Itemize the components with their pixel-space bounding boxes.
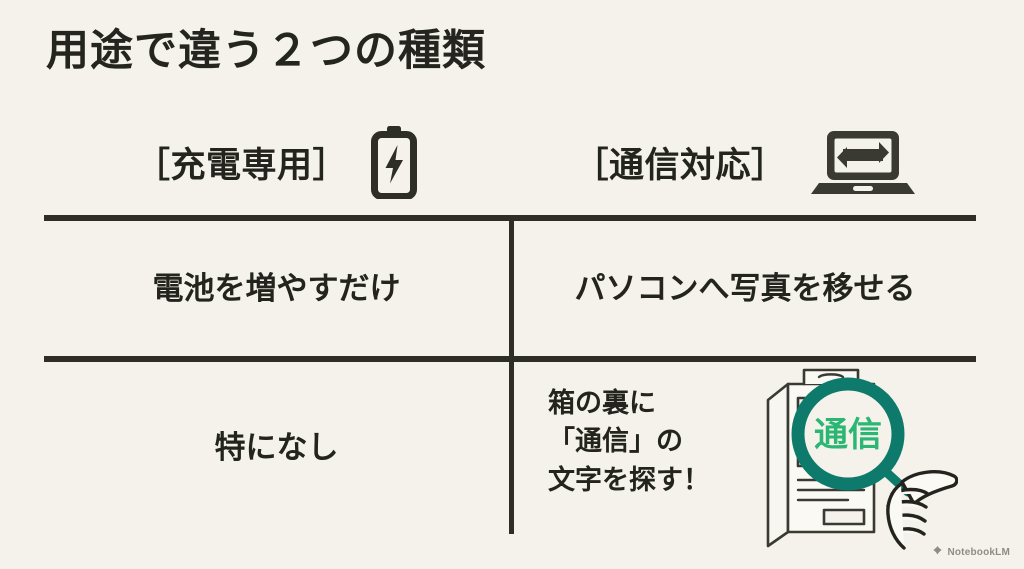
cell-text: 特になし — [214, 429, 339, 465]
laptop-transfer-icon — [809, 128, 917, 196]
table-cell-row2-col2: 箱の裏に 「通信」の 文字を探す！ — [514, 362, 976, 562]
divider-vertical — [509, 218, 514, 534]
cell-text: 電池を増やすだけ — [152, 270, 401, 306]
cell-text: パソコンへ写真を移せる — [574, 270, 916, 306]
cell-text-line-2: 「通信」の — [548, 426, 683, 457]
cell-text-line-1: 箱の裏に — [548, 388, 656, 418]
lens-label: 通信 — [814, 416, 882, 454]
column-header-label: ［通信対応］ — [573, 145, 787, 185]
cell-text-block: 箱の裏に 「通信」の 文字を探す！ — [548, 384, 710, 499]
cell-text-line-3: 文字を探す！ — [548, 464, 710, 495]
column-header-label: ［充電専用］ — [134, 145, 348, 185]
hand-icon — [886, 470, 959, 550]
table-cell-row1-col1: 電池を増やすだけ — [44, 222, 509, 356]
page-title: 用途で違う２つの種類 — [46, 27, 486, 75]
watermark-label: NotebookLM — [947, 546, 1010, 558]
magnifier-lens: 通信 — [791, 377, 905, 491]
notebooklm-logo-icon — [932, 543, 943, 561]
column-header-data-capable: ［通信対応］ — [514, 120, 976, 204]
column-header-charging-only: ［充電専用］ — [44, 120, 509, 204]
package-box-magnifier-hand-illustration: 通信 — [762, 362, 959, 552]
notebooklm-watermark: NotebookLM — [932, 543, 1010, 561]
table-cell-row1-col2: パソコンへ写真を移せる — [514, 222, 976, 356]
battery-bolt-icon — [370, 125, 418, 199]
table-cell-row2-col1: 特になし — [44, 362, 509, 534]
